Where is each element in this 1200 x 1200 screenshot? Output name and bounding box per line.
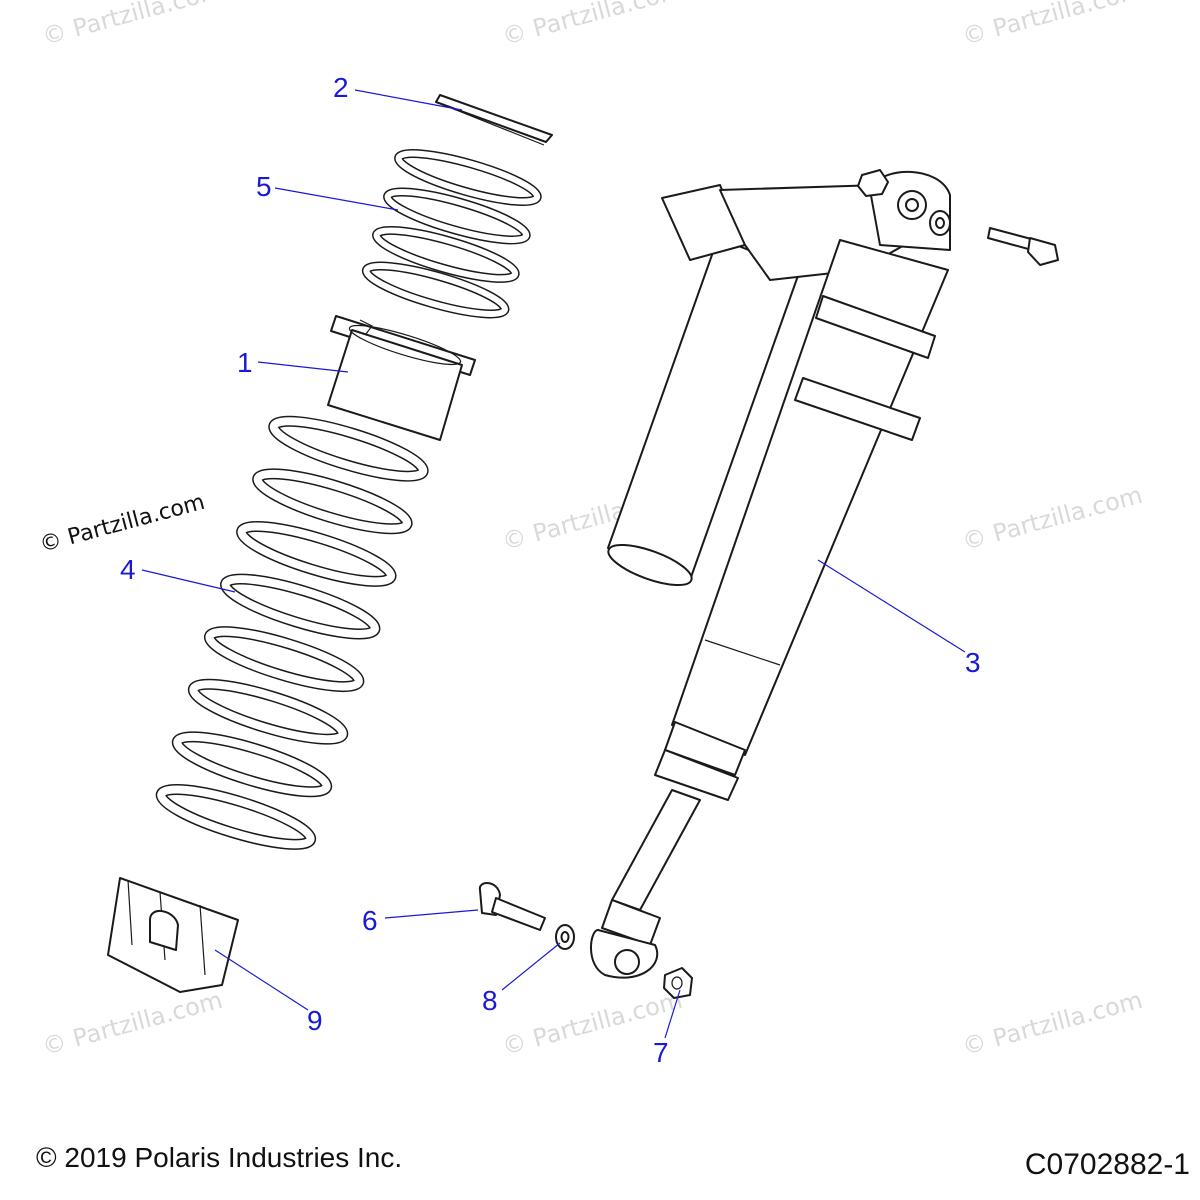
leader-1: [257, 361, 349, 373]
copyright-notice: © 2019 Polaris Industries Inc.: [36, 1142, 403, 1173]
leader-5: [274, 187, 399, 211]
watermark-dark: © Partzilla.com: [37, 490, 207, 558]
leader-8: [501, 942, 561, 991]
leader-9: [214, 949, 309, 1011]
part-4-main-spring: [155, 415, 429, 850]
callout-2: 2: [333, 72, 349, 103]
leader-4: [141, 569, 236, 593]
callout-6: 6: [362, 905, 378, 936]
part-7-nut: [663, 967, 693, 999]
leader-2: [354, 89, 463, 111]
part-2-spacer-plate: [435, 94, 553, 146]
watermark: © Partzilla.com: [499, 0, 685, 51]
callout-1: 1: [237, 347, 253, 378]
leader-3: [817, 559, 966, 653]
part-5-tender-spring: [361, 149, 542, 319]
top-hardware: [857, 169, 1059, 266]
callout-7: 7: [653, 1037, 669, 1068]
leader-6: [384, 909, 479, 919]
part-8-washer: [555, 924, 575, 950]
leader-7: [664, 989, 681, 1039]
watermark: © Partzilla.com: [959, 481, 1145, 556]
watermark: © Partzilla.com: [39, 0, 225, 51]
watermarks: © Partzilla.com © Partzilla.com © Partzi…: [37, 0, 1145, 1061]
callout-5: 5: [256, 171, 272, 202]
watermark: © Partzilla.com: [959, 0, 1145, 51]
part-3-shock: [590, 170, 951, 979]
callout-3: 3: [965, 647, 981, 678]
leader-lines: [141, 89, 966, 1039]
callout-9: 9: [307, 1005, 323, 1036]
callout-4: 4: [120, 554, 136, 585]
watermark: © Partzilla.com: [959, 986, 1145, 1061]
callouts: 2 5 1 4 3 6 8 7 9: [120, 72, 981, 1068]
callout-8: 8: [482, 985, 498, 1016]
part-6-bolt: [478, 882, 546, 931]
part-9-spring-seat: [107, 877, 239, 993]
watermark: © Partzilla.com: [39, 986, 225, 1061]
figure-id: C0702882-1: [1024, 1148, 1190, 1181]
part-1-spring-coupler: [327, 315, 476, 441]
